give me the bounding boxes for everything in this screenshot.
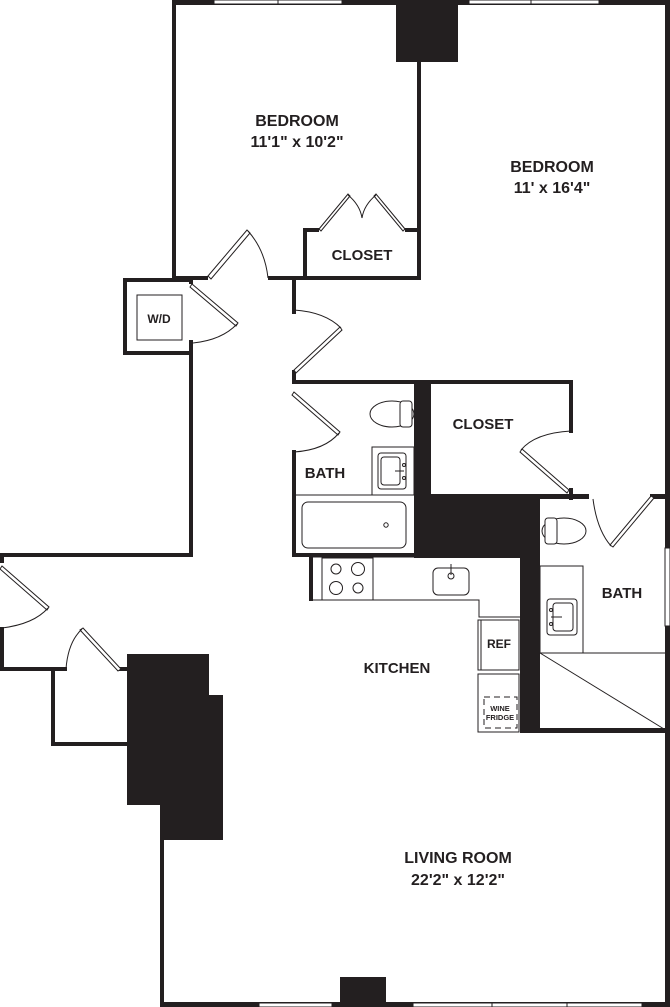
column-bottom bbox=[340, 977, 386, 1005]
kitchen-counter bbox=[313, 556, 520, 618]
wine-fridge bbox=[477, 673, 520, 733]
bedroom-2-dimensions: 11' x 16'4" bbox=[514, 180, 591, 197]
kitchen-left-wall bbox=[309, 557, 313, 601]
bedroom-2-door[interactable] bbox=[293, 309, 343, 374]
bath-2-door[interactable] bbox=[592, 495, 655, 548]
bath-1-sink bbox=[377, 452, 407, 490]
column-top bbox=[396, 0, 458, 62]
bath-2-sink bbox=[546, 598, 578, 636]
kitchen-label: KITCHEN bbox=[364, 660, 431, 677]
washer-dryer bbox=[136, 294, 183, 341]
washer-dryer-label: W/D bbox=[147, 312, 171, 326]
bath-2-toilet bbox=[541, 517, 587, 545]
entry-walls bbox=[0, 553, 131, 746]
wd-closet-door[interactable] bbox=[189, 283, 239, 344]
column-left bbox=[127, 654, 223, 840]
bedroom-1-dimensions: 11'1" x 10'2" bbox=[250, 134, 343, 151]
top-windows bbox=[213, 0, 600, 5]
kitchen-rear-wall bbox=[520, 494, 540, 732]
bath-1-bathtub bbox=[301, 501, 407, 549]
bedroom-2-name: BEDROOM bbox=[510, 159, 594, 176]
bath-2-shower bbox=[539, 652, 665, 730]
wine-fridge-label-line2: FRIDGE bbox=[486, 713, 514, 722]
living-room-dimensions: 22'2" x 12'2" bbox=[411, 872, 505, 889]
bedroom-1-door[interactable] bbox=[207, 229, 269, 280]
utility-shaft bbox=[414, 494, 540, 558]
kitchen-sink bbox=[432, 564, 470, 596]
bath-1-toilet bbox=[369, 400, 415, 428]
closet-2-walls bbox=[414, 380, 573, 500]
bath-2-label: BATH bbox=[602, 585, 643, 602]
closet-2-label: CLOSET bbox=[453, 416, 514, 433]
wine-fridge-label-line1: WINE bbox=[490, 704, 510, 713]
entry-door[interactable] bbox=[0, 565, 50, 629]
refrigerator bbox=[477, 619, 520, 671]
bath-2-walls bbox=[520, 494, 670, 733]
living-room-name: LIVING ROOM bbox=[404, 850, 512, 867]
bedroom-1-name: BEDROOM bbox=[255, 113, 339, 130]
closet-1-label: CLOSET bbox=[332, 247, 393, 264]
coat-closet-door[interactable] bbox=[65, 627, 122, 672]
closet-2-door[interactable] bbox=[519, 430, 572, 494]
closet-1-bifold-door[interactable] bbox=[318, 193, 406, 232]
bath-window bbox=[664, 547, 670, 627]
hall-walls bbox=[0, 278, 296, 557]
bottom-windows bbox=[258, 1002, 643, 1007]
refrigerator-label: REF bbox=[487, 637, 511, 651]
stove bbox=[321, 557, 374, 601]
bath-1-door[interactable] bbox=[291, 391, 341, 453]
bath-1-label: BATH bbox=[305, 465, 346, 482]
